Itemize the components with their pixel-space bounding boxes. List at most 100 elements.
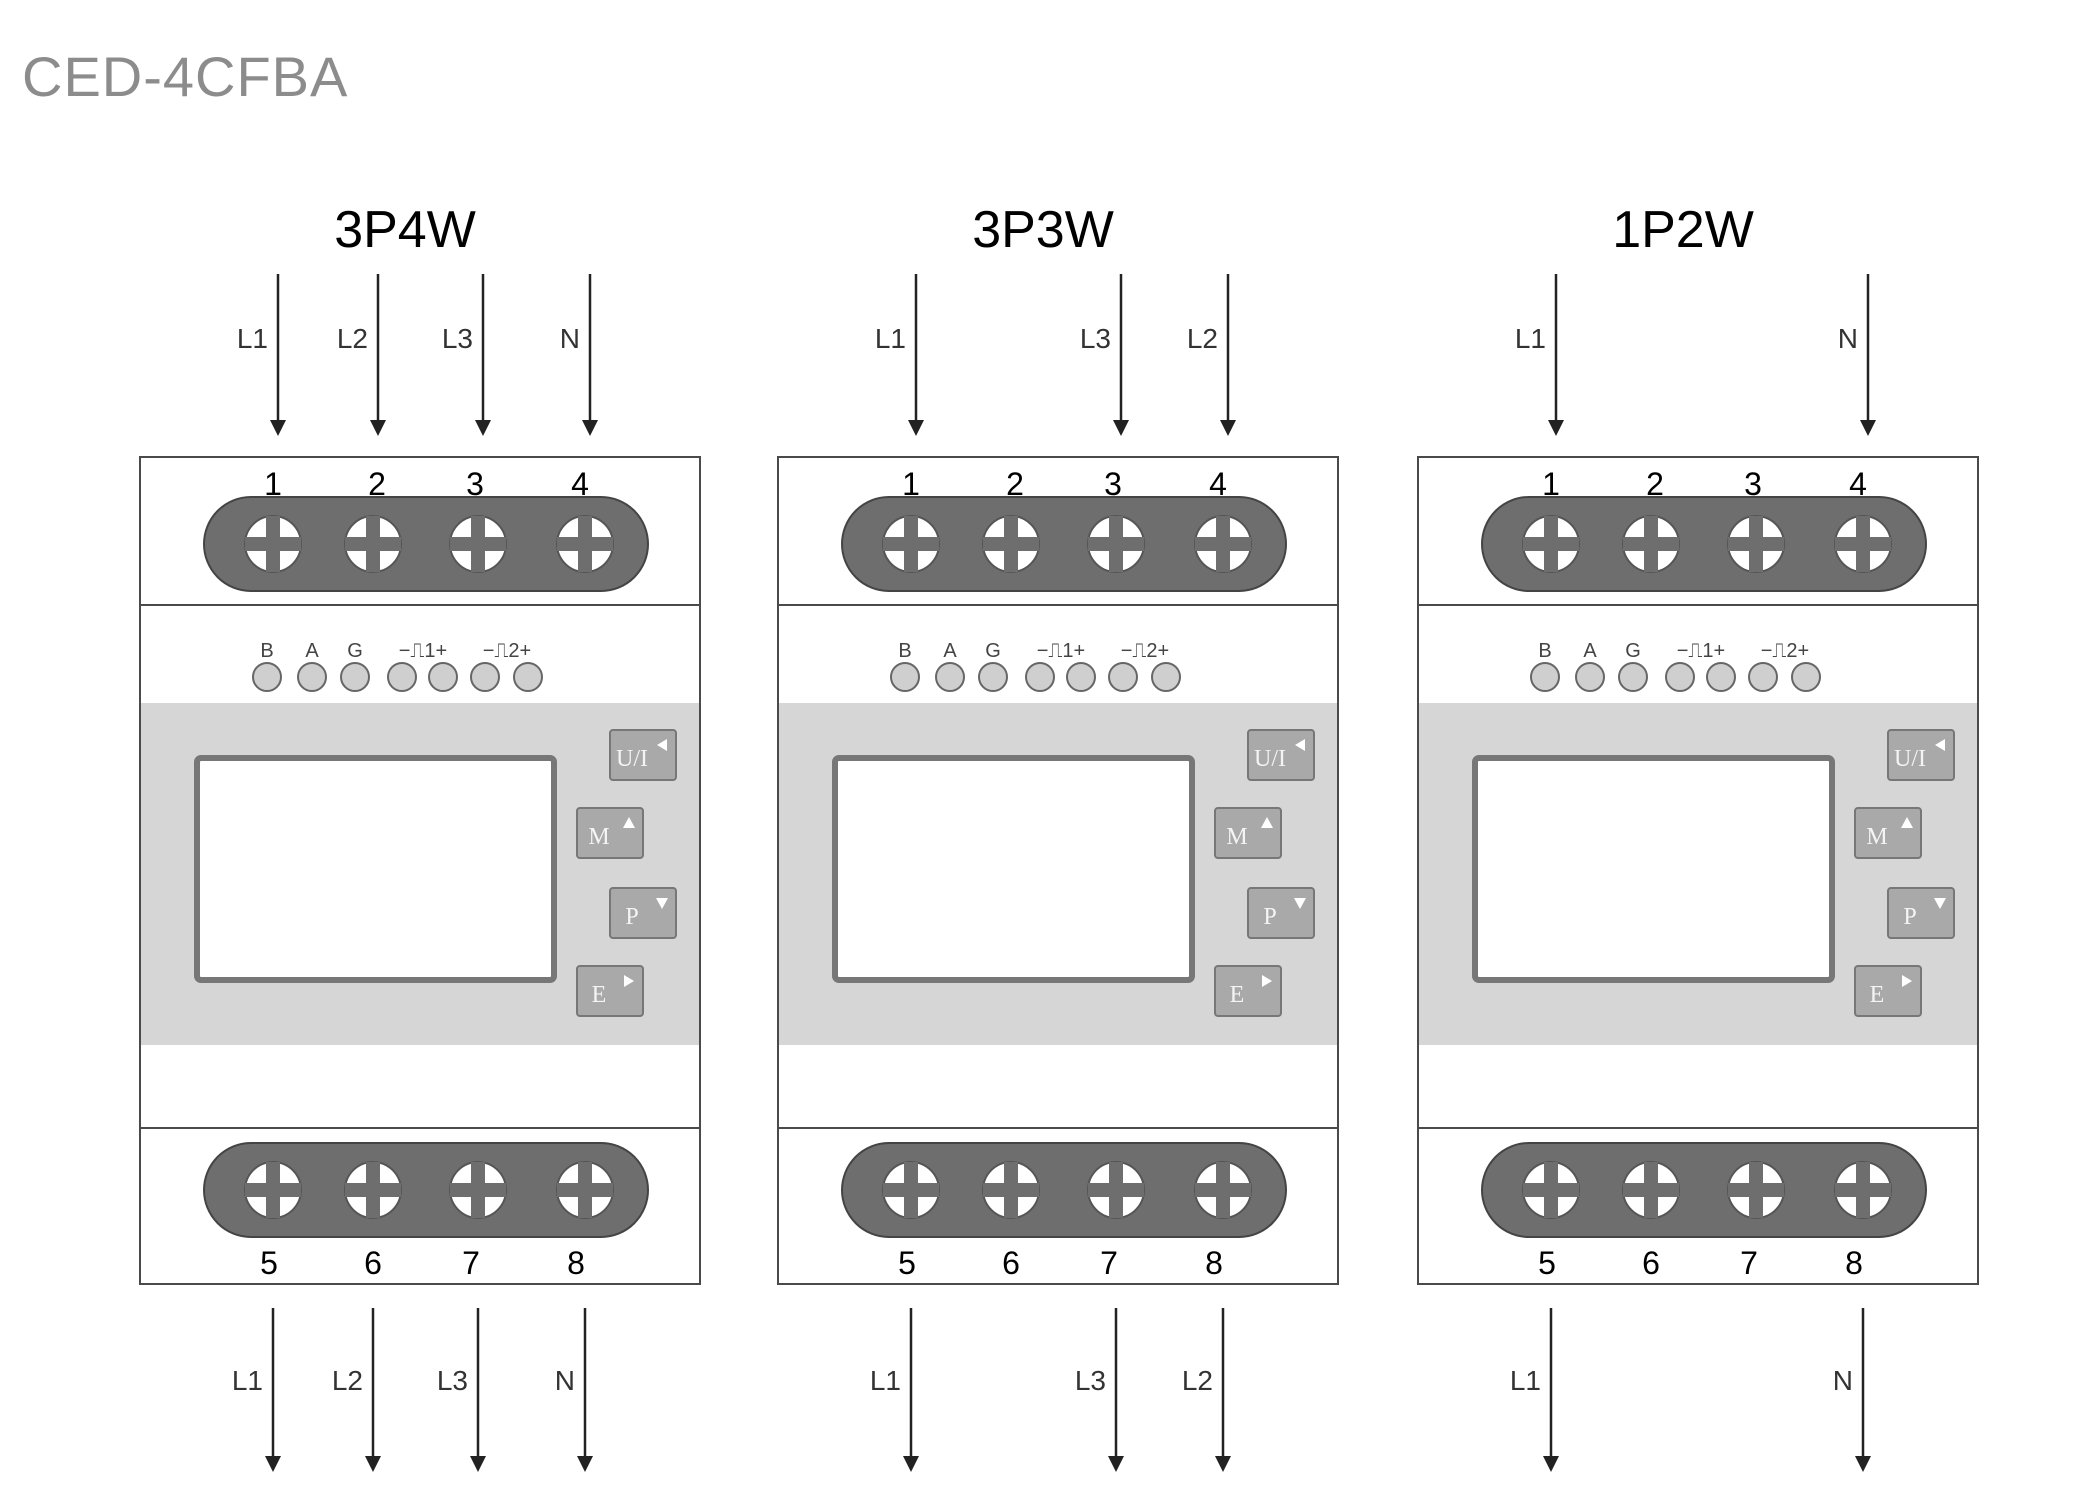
screw-terminal-icon[interactable] <box>1622 515 1680 573</box>
screw-terminal-icon[interactable] <box>1087 515 1145 573</box>
screw-terminal-icon[interactable] <box>1834 1161 1892 1219</box>
button-face <box>1854 965 1922 1017</box>
button-label: P <box>625 904 638 930</box>
button-p[interactable]: P <box>1247 887 1315 939</box>
led-label: −⎍1+ <box>399 640 447 662</box>
terminal-number: 8 <box>1845 1245 1863 1281</box>
terminal-number: 2 <box>368 466 386 502</box>
screw-terminal-icon[interactable] <box>1194 515 1252 573</box>
screw-terminal-icon[interactable] <box>1522 1161 1580 1219</box>
arrow-head-icon <box>365 1456 381 1472</box>
arrow-head-icon <box>577 1456 593 1472</box>
wire-label: L3 <box>442 323 473 354</box>
wire-label: L2 <box>332 1365 363 1396</box>
led-label: −⎍2+ <box>1121 640 1169 662</box>
wire-label: N <box>560 323 580 354</box>
screw-terminal-icon[interactable] <box>244 515 302 573</box>
led-label: A <box>305 640 319 662</box>
output-wire <box>470 1308 486 1472</box>
button-face <box>1887 887 1955 939</box>
lcd-screen <box>1472 755 1835 983</box>
screw-terminal-icon[interactable] <box>449 1161 507 1219</box>
button-p[interactable]: P <box>1887 887 1955 939</box>
output-wire <box>903 1308 919 1472</box>
input-wire <box>908 274 924 436</box>
screw-terminal-icon[interactable] <box>882 515 940 573</box>
arrow-head-icon <box>1220 420 1236 436</box>
indicator-led <box>1791 662 1821 692</box>
right-triangle-icon <box>624 975 634 987</box>
button-label: M <box>588 824 609 850</box>
button-label: E <box>1230 982 1245 1008</box>
indicator-led <box>935 662 965 692</box>
button-label: E <box>1870 982 1885 1008</box>
indicator-led <box>1706 662 1736 692</box>
screw-terminal-icon[interactable] <box>244 1161 302 1219</box>
button-u-i[interactable]: U/I <box>1247 729 1315 781</box>
led-label: −⎍1+ <box>1677 640 1725 662</box>
wire-label: L1 <box>1510 1365 1541 1396</box>
terminal-number: 2 <box>1646 466 1664 502</box>
button-e[interactable]: E <box>576 965 644 1017</box>
left-triangle-icon <box>657 739 667 751</box>
button-e[interactable]: E <box>1854 965 1922 1017</box>
wire-label: L1 <box>875 323 906 354</box>
button-u-i[interactable]: U/I <box>1887 729 1955 781</box>
wire-label: L3 <box>1075 1365 1106 1396</box>
screw-terminal-icon[interactable] <box>1522 515 1580 573</box>
led-label: A <box>1583 640 1597 662</box>
input-wire <box>270 274 286 436</box>
button-m[interactable]: M <box>576 807 644 859</box>
screw-terminal-icon[interactable] <box>556 1161 614 1219</box>
output-wire <box>1108 1308 1124 1472</box>
indicator-led <box>340 662 370 692</box>
screw-terminal-icon[interactable] <box>1727 515 1785 573</box>
top-terminal-block <box>1481 496 1927 592</box>
arrow-head-icon <box>1548 420 1564 436</box>
wire-label: L2 <box>1182 1365 1213 1396</box>
screw-terminal-icon[interactable] <box>344 515 402 573</box>
screw-terminal-icon[interactable] <box>1834 515 1892 573</box>
screw-terminal-icon[interactable] <box>344 1161 402 1219</box>
indicator-led <box>1066 662 1096 692</box>
screw-terminal-icon[interactable] <box>982 1161 1040 1219</box>
indicator-led <box>890 662 920 692</box>
button-face <box>1247 729 1315 781</box>
wire-label: N <box>555 1365 575 1396</box>
button-e[interactable]: E <box>1214 965 1282 1017</box>
screw-terminal-icon[interactable] <box>556 515 614 573</box>
screw-terminal-icon[interactable] <box>1194 1161 1252 1219</box>
button-face <box>609 887 677 939</box>
led-label: −⎍2+ <box>1761 640 1809 662</box>
input-wire <box>1548 274 1564 436</box>
indicator-led <box>1748 662 1778 692</box>
screw-terminal-icon[interactable] <box>449 515 507 573</box>
bottom-terminal-block <box>1481 1142 1927 1238</box>
button-label: U/I <box>616 746 648 772</box>
down-triangle-icon <box>1294 898 1306 909</box>
output-wire <box>1543 1308 1559 1472</box>
button-m[interactable]: M <box>1854 807 1922 859</box>
arrow-head-icon <box>265 1456 281 1472</box>
led-label: G <box>985 640 1001 662</box>
screw-terminal-icon[interactable] <box>882 1161 940 1219</box>
terminal-block-body <box>841 496 1287 592</box>
screw-terminal-icon[interactable] <box>982 515 1040 573</box>
indicator-led <box>387 662 417 692</box>
terminal-number: 1 <box>902 466 920 502</box>
screw-terminal-icon[interactable] <box>1622 1161 1680 1219</box>
lcd-screen <box>194 755 557 983</box>
terminal-number: 7 <box>462 1245 480 1281</box>
config-title: 3P3W <box>972 201 1114 259</box>
terminal-block-body <box>203 1142 649 1238</box>
led-label: G <box>1625 640 1641 662</box>
led-label: B <box>1538 640 1551 662</box>
screw-terminal-icon[interactable] <box>1727 1161 1785 1219</box>
button-label: P <box>1903 904 1916 930</box>
button-p[interactable]: P <box>609 887 677 939</box>
button-m[interactable]: M <box>1214 807 1282 859</box>
input-wire <box>1860 274 1876 436</box>
button-u-i[interactable]: U/I <box>609 729 677 781</box>
button-face <box>1214 965 1282 1017</box>
screw-terminal-icon[interactable] <box>1087 1161 1145 1219</box>
